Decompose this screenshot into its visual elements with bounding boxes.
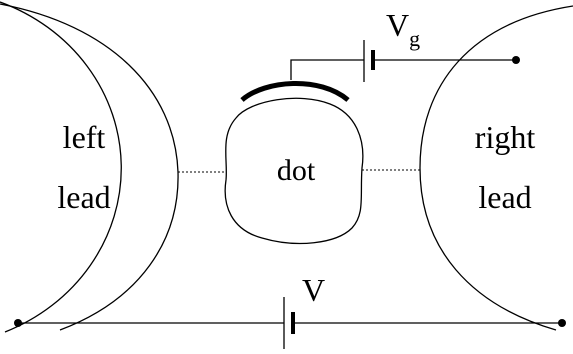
left-lead-boundary: [0, 1, 122, 333]
gate-terminal: [512, 56, 520, 64]
gate-wire: [290, 59, 364, 80]
gate-electrode: [240, 81, 350, 102]
bias-voltage-label: V: [302, 272, 325, 308]
dot-outline: [224, 97, 364, 245]
gate-voltage-symbol: V: [386, 7, 409, 43]
left-lead-label-line2: lead: [57, 179, 110, 215]
gate-voltage-label: Vg: [386, 7, 420, 51]
dot-label: dot: [277, 154, 316, 187]
right-lead-outline: [419, 5, 573, 331]
left-lead-label-line1: left: [63, 119, 106, 155]
gate-voltage-subscript: g: [409, 26, 420, 51]
left-lead-outline: [0, 3, 179, 331]
right-lead-label-line2: lead: [478, 179, 531, 215]
bias-terminal-right: [558, 319, 566, 327]
right-lead-label-line1: right: [475, 119, 536, 155]
bias-terminal-left: [14, 319, 22, 327]
